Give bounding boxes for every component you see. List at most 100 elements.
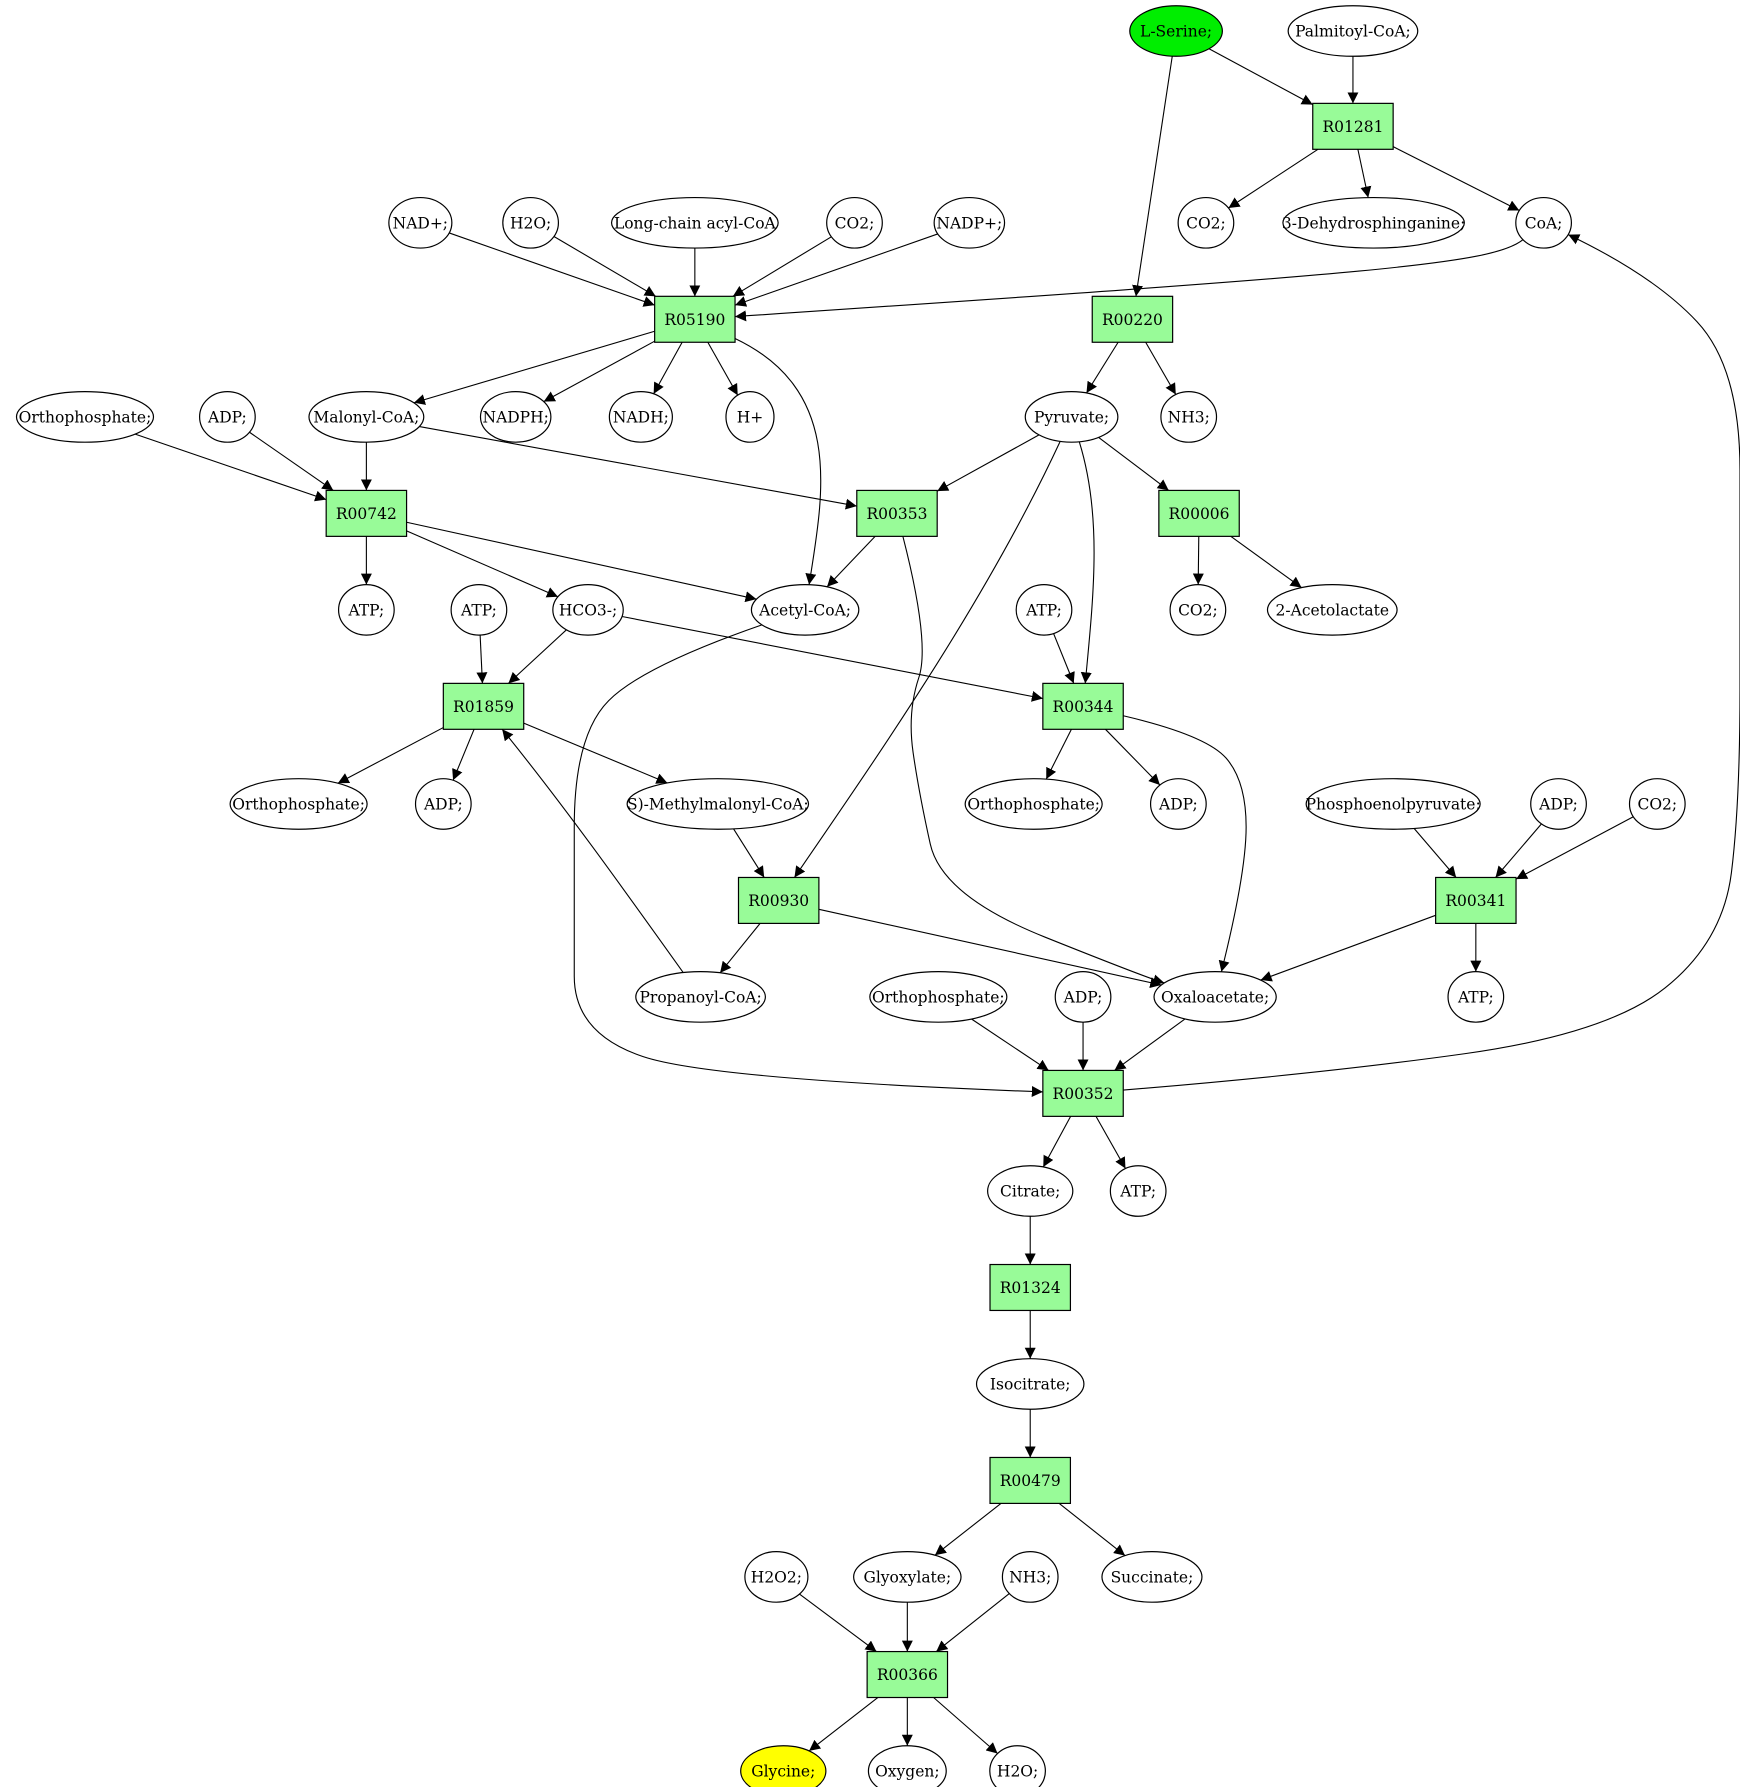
compound-node-h2o2: H2O2; bbox=[744, 1551, 809, 1603]
reaction-box bbox=[442, 682, 525, 730]
reaction-node-R05190: R05190 bbox=[654, 295, 736, 343]
edge-nadp-to-R05190 bbox=[449, 232, 655, 307]
node-label: R00006 bbox=[1169, 505, 1230, 523]
compound-ellipse bbox=[414, 778, 472, 830]
edge-pyruvate-to-R00930 bbox=[794, 441, 1061, 878]
compound-ellipse bbox=[1101, 1551, 1203, 1603]
edge-nh3_b-to-R00366 bbox=[935, 1593, 1010, 1652]
node-label: Orthophosphate; bbox=[19, 408, 152, 426]
compound-ellipse bbox=[1024, 391, 1119, 443]
compound-node-dehydro: 3-Dehydrosphinganine; bbox=[1282, 196, 1465, 249]
edge-acetylcoa-to-R00352 bbox=[573, 624, 1043, 1097]
compound-node-h2o_b: H2O; bbox=[989, 1745, 1046, 1787]
node-label: R00344 bbox=[1053, 698, 1114, 716]
node-label: 3-Dehydrosphinganine; bbox=[1282, 214, 1465, 232]
compound-node-atp_c: ATP; bbox=[1015, 583, 1073, 636]
compound-node-pep: Phosphoenolpyruvate; bbox=[1305, 778, 1481, 830]
edge-atp_c-to-R00344 bbox=[1053, 633, 1075, 684]
compound-node-acetolactate: 2-Acetolactate bbox=[1266, 583, 1398, 636]
reaction-box bbox=[1042, 682, 1124, 730]
edge-pyruvate-to-R00344 bbox=[1078, 441, 1095, 684]
edge-atp_b-to-R01859 bbox=[476, 635, 488, 684]
compound-node-glycine: Glycine; bbox=[740, 1745, 827, 1787]
compound-node-h2o_a: H2O; bbox=[502, 196, 560, 249]
reaction-box bbox=[989, 1263, 1072, 1312]
reaction-box bbox=[1042, 1069, 1124, 1117]
edge-pep-to-R00341 bbox=[1413, 828, 1457, 878]
compound-node-adp_e: ADP; bbox=[1054, 971, 1112, 1023]
compound-ellipse bbox=[337, 583, 395, 636]
node-label: CoA; bbox=[1525, 214, 1563, 232]
compound-ellipse bbox=[964, 778, 1103, 830]
compound-ellipse bbox=[1282, 196, 1465, 249]
edge-lserine-to-R01281 bbox=[1208, 48, 1314, 106]
edge-adp_a-to-R00742 bbox=[249, 431, 334, 491]
node-label: Glycine; bbox=[751, 1763, 815, 1781]
compound-ellipse bbox=[1160, 391, 1218, 443]
node-label: ATP; bbox=[1025, 601, 1062, 619]
compound-ellipse bbox=[867, 1745, 947, 1787]
reaction-node-R00341: R00341 bbox=[1435, 876, 1517, 925]
compound-node-smmcoa: S)-Methylmalonyl-CoA; bbox=[626, 778, 810, 830]
node-label: R00220 bbox=[1102, 311, 1163, 329]
node-label: Glyoxylate; bbox=[863, 1568, 951, 1586]
reaction-box bbox=[1091, 295, 1174, 343]
compound-node-co2_c: CO2; bbox=[1169, 583, 1227, 636]
node-label: H2O; bbox=[510, 214, 551, 232]
edge-R05190-to-hplus bbox=[707, 341, 739, 396]
node-label: ADP; bbox=[1538, 795, 1578, 813]
edge-R01281-to-coa bbox=[1392, 146, 1520, 212]
node-label: Citrate; bbox=[1000, 1183, 1060, 1201]
compound-ellipse bbox=[1305, 778, 1481, 830]
compound-ellipse bbox=[1447, 971, 1505, 1023]
compound-node-acetylcoa: Acetyl-CoA; bbox=[750, 583, 860, 636]
compound-node-malcoa: Malonyl-CoA; bbox=[308, 391, 425, 443]
node-label: NADP+; bbox=[936, 214, 1002, 232]
edge-R00220-to-nh3_a bbox=[1145, 341, 1177, 395]
compound-node-pyruvate: Pyruvate; bbox=[1024, 391, 1119, 443]
reaction-box bbox=[325, 489, 408, 537]
edge-R00344-to-ortho_c bbox=[1045, 729, 1072, 780]
compound-ellipse bbox=[388, 196, 453, 249]
edge-R00479-to-glyoxylate bbox=[934, 1502, 1002, 1556]
compound-node-atp_d: ATP; bbox=[1447, 971, 1505, 1023]
node-label: R01324 bbox=[1000, 1279, 1061, 1297]
edge-hco3-to-R00344 bbox=[621, 615, 1043, 702]
node-label: R00341 bbox=[1445, 892, 1506, 910]
compound-node-ortho_d: Orthophosphate; bbox=[869, 971, 1008, 1023]
compound-node-nh3_a: NH3; bbox=[1160, 391, 1218, 443]
compound-ellipse bbox=[1109, 1165, 1167, 1217]
node-label: Phosphoenolpyruvate; bbox=[1306, 795, 1481, 813]
compound-ellipse bbox=[1177, 196, 1235, 249]
compound-node-hco3: HCO3-; bbox=[552, 583, 624, 636]
edge-R00366-to-h2o_b bbox=[933, 1697, 998, 1754]
compound-ellipse bbox=[502, 196, 560, 249]
node-label: R00366 bbox=[877, 1666, 938, 1684]
compound-ellipse bbox=[1628, 778, 1686, 830]
node-label: ADP; bbox=[1158, 795, 1198, 813]
compound-ellipse bbox=[740, 1745, 827, 1787]
compound-node-atp_a: ATP; bbox=[337, 583, 395, 636]
compound-ellipse bbox=[1001, 1551, 1059, 1603]
compound-node-adp_d: ADP; bbox=[1530, 778, 1587, 830]
edge-R05190-to-malcoa bbox=[413, 330, 655, 405]
reaction-node-R00352: R00352 bbox=[1042, 1069, 1124, 1117]
reaction-box bbox=[654, 295, 736, 343]
edge-R00352-to-coa bbox=[1123, 234, 1740, 1091]
compound-node-coa: CoA; bbox=[1515, 196, 1573, 249]
node-label: H+ bbox=[737, 408, 764, 426]
node-label: Pyruvate; bbox=[1034, 408, 1109, 426]
compound-ellipse bbox=[1266, 583, 1398, 636]
compound-node-citrate: Citrate; bbox=[987, 1165, 1074, 1217]
edge-h2o_a-to-R05190 bbox=[553, 236, 657, 297]
reaction-node-R00366: R00366 bbox=[866, 1650, 949, 1699]
node-label: Succinate; bbox=[1111, 1568, 1194, 1586]
reaction-node-R00930: R00930 bbox=[737, 876, 820, 925]
compound-ellipse bbox=[608, 391, 673, 443]
compound-ellipse bbox=[744, 1551, 809, 1603]
node-label: Propanoyl-CoA; bbox=[639, 988, 761, 1006]
edge-R00341-to-oxaloacetate bbox=[1260, 914, 1436, 982]
node-label: H2O; bbox=[997, 1763, 1038, 1781]
edge-R00006-to-acetolactate bbox=[1230, 535, 1302, 589]
